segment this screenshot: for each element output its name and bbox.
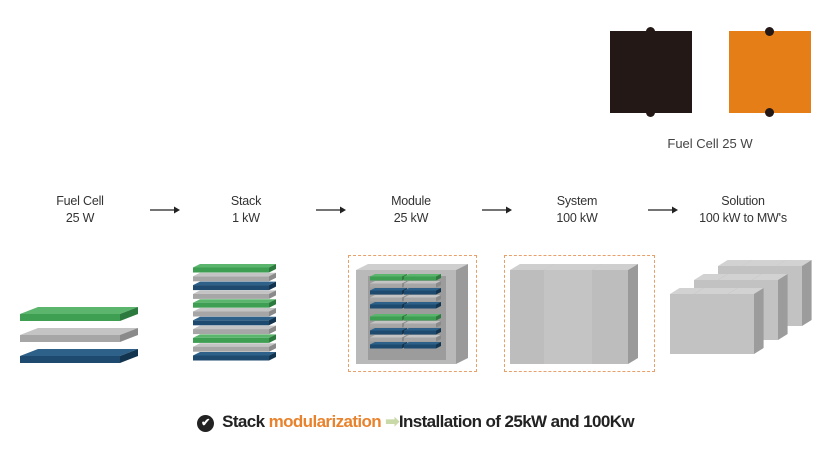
plate-gray [193,272,276,282]
stage-label-system: System 100 kW [512,193,642,227]
plate-gray [370,295,407,302]
arrow-right-icon [316,206,346,214]
plate-navy [193,352,276,361]
plate-gray [404,281,441,288]
module-block [356,264,468,364]
plate-green [370,274,407,281]
system-frame [504,255,655,372]
arrow-right-icon [150,206,180,214]
plate-green [404,274,441,281]
plate-navy [404,302,441,309]
summary-statement: ✔ Stack modularization ➡Installation of … [0,412,831,432]
plate-gray [20,328,138,342]
plate-gray [193,308,276,317]
plate-gray [370,335,407,342]
plate-navy [370,328,407,335]
stage-title: Solution [721,194,765,208]
plate-navy [193,281,276,291]
plate-navy [193,316,276,326]
stage-title: Stack [230,194,262,208]
stage-power: 1 kW [232,211,260,225]
arrow-right-icon [482,206,512,214]
stage-power: 25 kW [393,211,429,225]
terminal-dot [646,108,655,117]
plate-gray [404,295,441,302]
plate-green [404,314,441,321]
plate-navy [404,288,441,295]
system-blocks [510,264,638,364]
terminal-dot [765,108,774,117]
plate-green [193,334,276,343]
plate-navy [370,302,407,309]
arrow-right-icon: ➡ [385,412,399,431]
summary-part-installation: Installation of 25kW and 100Kw [398,412,635,431]
plate-navy [404,342,441,349]
plate-navy [370,342,407,349]
plate-green [193,264,276,273]
plate-navy [370,288,407,295]
plate-green [20,307,138,321]
fuel-cell-plates [20,307,138,363]
plate-gray [193,343,276,352]
solution-blocks [670,260,812,354]
dark-swatch [610,27,692,117]
plate-green [370,314,407,321]
stage-label-fuel-cell: Fuel Cell 25 W [15,193,145,227]
plate-green [193,299,276,308]
system-block [592,264,638,364]
module-frame [348,255,477,372]
check-circle-icon: ✔ [196,415,214,432]
legend-caption: Fuel Cell 25 W [667,136,753,151]
stage-power: 100 kW to MW's [699,211,787,225]
stage-title: System [556,194,598,208]
plate-navy [404,328,441,335]
stack-layers [193,264,276,361]
stage-title: Module [391,194,431,208]
stage-power: 25 W [65,211,95,225]
summary-part-stack: Stack [222,412,265,431]
plate-gray [193,325,276,335]
solution-block [776,260,812,326]
solution-block [728,288,764,354]
plate-gray [193,290,276,299]
arrow-right-icon [648,206,678,214]
stage-label-solution: Solution 100 kW to MW's [678,193,808,227]
stage-power: 100 kW [556,211,598,225]
plate-gray [370,281,407,288]
stage-label-module: Module 25 kW [346,193,476,227]
plate-gray [370,321,407,328]
plate-gray [404,321,441,328]
plate-gray [404,335,441,342]
summary-part-modularization: modularization [268,412,382,431]
stage-label-stack: Stack 1 kW [181,193,311,227]
terminal-dot [765,27,774,36]
plate-navy [20,349,138,363]
orange-swatch [729,27,811,117]
terminal-dot [646,27,655,36]
stage-title: Fuel Cell [56,194,104,208]
